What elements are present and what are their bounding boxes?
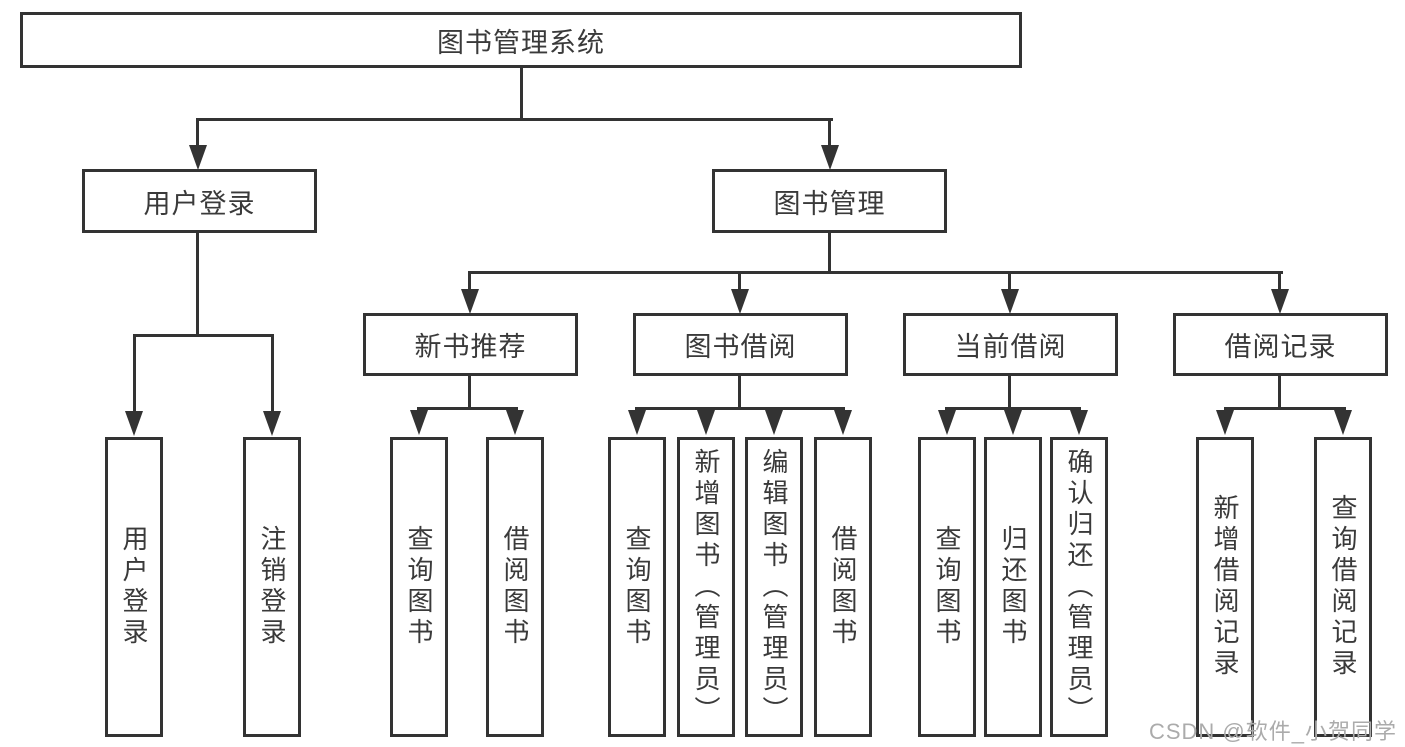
- connector-user-login-rail: [133, 334, 274, 337]
- node-root-label: 图书管理系统: [437, 27, 605, 58]
- node-new-book-recommend-label: 新书推荐: [414, 332, 527, 362]
- leaf-current-confirm-return-admin: 确认归还（管理员）: [1050, 437, 1108, 737]
- leaf-borrowing-borrow: 借阅图书: [814, 437, 872, 737]
- arrow-down-icon: [189, 145, 207, 170]
- connector-new-books-rail: [417, 407, 518, 410]
- leaf-current-query: 查询图书: [918, 437, 976, 737]
- node-borrowing-records-label: 借阅记录: [1224, 332, 1337, 362]
- node-current-borrowing-label: 当前借阅: [954, 332, 1067, 362]
- arrow-down-icon: [410, 410, 428, 435]
- leaf-newbooks-borrow: 借阅图书: [486, 437, 544, 737]
- leaf-current-confirm-return-admin-label: 确认归还（管理员）: [1064, 447, 1094, 727]
- connector-stub-borrow-records: [1278, 274, 1281, 291]
- leaf-current-return: 归还图书: [984, 437, 1042, 737]
- leaf-records-query: 查询借阅记录: [1314, 437, 1372, 737]
- connector-stub-user-login: [196, 121, 199, 147]
- leaf-logout: 注销登录: [243, 437, 301, 737]
- node-root: 图书管理系统: [20, 12, 1022, 68]
- arrow-down-icon: [1004, 410, 1022, 435]
- arrow-down-icon: [1070, 410, 1088, 435]
- arrow-down-icon: [834, 410, 852, 435]
- arrow-down-icon: [1271, 289, 1289, 314]
- leaf-user-login-label: 用户登录: [119, 525, 149, 649]
- leaf-current-return-label: 归还图书: [998, 525, 1028, 649]
- leaf-newbooks-borrow-label: 借阅图书: [500, 525, 530, 649]
- leaf-user-login: 用户登录: [105, 437, 163, 737]
- arrow-down-icon: [938, 410, 956, 435]
- connector-root-stem: [520, 68, 523, 121]
- node-new-book-recommend: 新书推荐: [363, 313, 578, 376]
- leaf-current-query-label: 查询图书: [932, 525, 962, 649]
- arrow-down-icon: [506, 410, 524, 435]
- connector-new-books-stem: [468, 376, 471, 410]
- node-borrowing-records: 借阅记录: [1173, 313, 1388, 376]
- leaf-records-query-label: 查询借阅记录: [1328, 494, 1358, 680]
- connector-current-borrow-stem: [1008, 376, 1011, 410]
- connector-borrow-records-rail: [1224, 407, 1346, 410]
- node-user-login: 用户登录: [82, 169, 317, 233]
- connector-book-borrow-stem: [738, 376, 741, 410]
- leaf-records-add-label: 新增借阅记录: [1210, 494, 1240, 680]
- arrow-down-icon: [697, 410, 715, 435]
- connector-stub-book-mgmt: [828, 121, 831, 147]
- arrow-down-icon: [125, 411, 143, 436]
- connector-book-mgmt-stem: [828, 233, 831, 274]
- connector-stub-current-borrow: [1008, 274, 1011, 291]
- leaf-borrowing-edit-book-admin-label: 编辑图书（管理员）: [759, 447, 789, 727]
- arrow-down-icon: [765, 410, 783, 435]
- leaf-borrowing-add-book-admin-label: 新增图书（管理员）: [691, 447, 721, 727]
- connector-stub-login-leaf: [133, 337, 136, 413]
- connector-level2-rail: [196, 118, 833, 121]
- leaf-borrowing-query-label: 查询图书: [622, 525, 652, 649]
- leaf-newbooks-query-label: 查询图书: [404, 525, 434, 649]
- connector-borrow-records-stem: [1278, 376, 1281, 410]
- connector-stub-logout-leaf: [271, 337, 274, 413]
- connector-book-borrow-rail: [635, 407, 845, 410]
- connector-stub-book-borrow: [738, 274, 741, 291]
- leaf-newbooks-query: 查询图书: [390, 437, 448, 737]
- node-book-management-label: 图书管理: [773, 188, 886, 219]
- leaf-records-add: 新增借阅记录: [1196, 437, 1254, 737]
- node-book-borrowing-label: 图书借阅: [684, 332, 797, 362]
- csdn-watermark: CSDN @软件_小贺同学: [1148, 719, 1397, 744]
- node-book-management: 图书管理: [712, 169, 947, 233]
- connector-level3-rail: [468, 271, 1283, 274]
- arrow-down-icon: [1334, 410, 1352, 435]
- arrow-down-icon: [628, 410, 646, 435]
- arrow-down-icon: [263, 411, 281, 436]
- node-book-borrowing: 图书借阅: [633, 313, 848, 376]
- connector-stub-new-books: [468, 274, 471, 291]
- leaf-borrowing-query: 查询图书: [608, 437, 666, 737]
- connector-current-borrow-rail: [945, 407, 1081, 410]
- node-current-borrowing: 当前借阅: [903, 313, 1118, 376]
- leaf-borrowing-borrow-label: 借阅图书: [828, 525, 858, 649]
- arrow-down-icon: [461, 289, 479, 314]
- arrow-down-icon: [1001, 289, 1019, 314]
- leaf-borrowing-add-book-admin: 新增图书（管理员）: [677, 437, 735, 737]
- connector-user-login-stem: [196, 233, 199, 337]
- leaf-borrowing-edit-book-admin: 编辑图书（管理员）: [745, 437, 803, 737]
- node-user-login-label: 用户登录: [143, 188, 256, 219]
- leaf-logout-label: 注销登录: [257, 525, 287, 649]
- arrow-down-icon: [731, 289, 749, 314]
- arrow-down-icon: [821, 145, 839, 170]
- arrow-down-icon: [1216, 410, 1234, 435]
